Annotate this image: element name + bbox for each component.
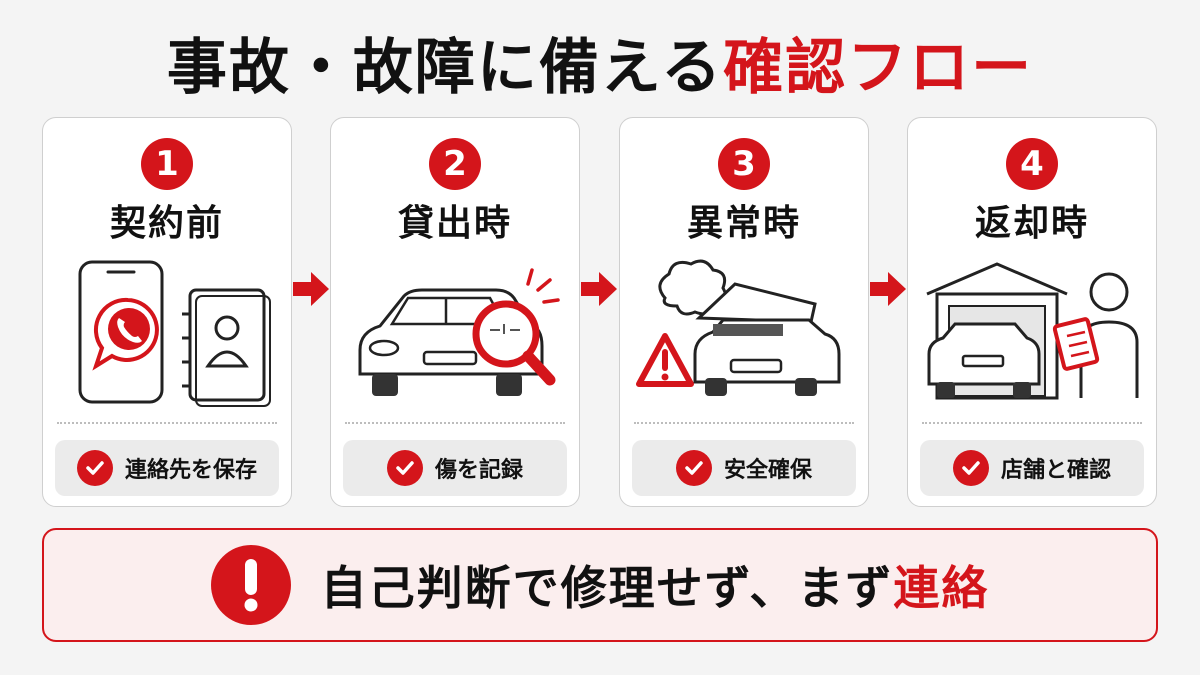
check-item-1: 連絡先を保存 xyxy=(55,440,279,496)
check-item-2: 傷を記録 xyxy=(343,440,567,496)
step-number-2: 2 xyxy=(429,138,481,190)
check-item-3: 安全確保 xyxy=(632,440,856,496)
step-label-4: 返却時 xyxy=(974,203,1089,244)
step-card-4: 4 返却時 店舗と確認 xyxy=(907,117,1157,507)
step-number-4: 4 xyxy=(1006,138,1058,190)
card-divider xyxy=(922,422,1142,424)
check-icon xyxy=(386,450,423,486)
check-item-4: 店舗と確認 xyxy=(920,440,1144,496)
alert-main: 自己判断で修理せず、まず xyxy=(320,561,894,615)
card-divider xyxy=(57,422,277,424)
check-icon xyxy=(675,450,712,486)
step-label-1: 契約前 xyxy=(109,203,224,244)
check-icon xyxy=(76,450,113,486)
card-divider xyxy=(634,422,854,424)
title-accent: 確認フロー xyxy=(723,33,1034,103)
step-label-2: 貸出時 xyxy=(397,203,512,244)
arrow-right-icon xyxy=(293,272,329,306)
phone-contacts-icon xyxy=(78,260,271,407)
arrow-right-icon xyxy=(581,272,617,306)
step-number-1: 1 xyxy=(141,138,193,190)
garage-return-icon xyxy=(926,262,1139,400)
car-breakdown-warning-icon xyxy=(636,259,841,396)
step-card-2: 2 貸出時 傷を記録 xyxy=(330,117,580,507)
alert-text: 自己判断で修理せず、まず連絡 xyxy=(321,552,990,618)
check-text-4: 店舗と確認 xyxy=(1000,458,1111,483)
car-inspection-icon xyxy=(358,268,560,396)
check-icon xyxy=(952,450,989,486)
arrow-right-icon xyxy=(870,272,906,306)
title-main: 事故・故障に備える xyxy=(166,33,724,103)
step-label-3: 異常時 xyxy=(686,203,801,244)
check-text-3: 安全確保 xyxy=(723,458,812,483)
alert-accent: 連絡 xyxy=(893,561,990,615)
step-card-3: 3 異常時 安全確保 xyxy=(619,117,869,507)
card-divider xyxy=(345,422,565,424)
alert-banner: 自己判断で修理せず、まず連絡 xyxy=(42,528,1158,642)
step-card-1: 1 契約前 連絡先を保存 xyxy=(42,117,292,507)
check-text-1: 連絡先を保存 xyxy=(124,458,257,483)
step-number-3: 3 xyxy=(718,138,770,190)
check-text-2: 傷を記録 xyxy=(434,458,523,483)
exclamation-icon xyxy=(210,545,291,625)
page-title: 事故・故障に備える確認フロー xyxy=(0,30,1200,106)
